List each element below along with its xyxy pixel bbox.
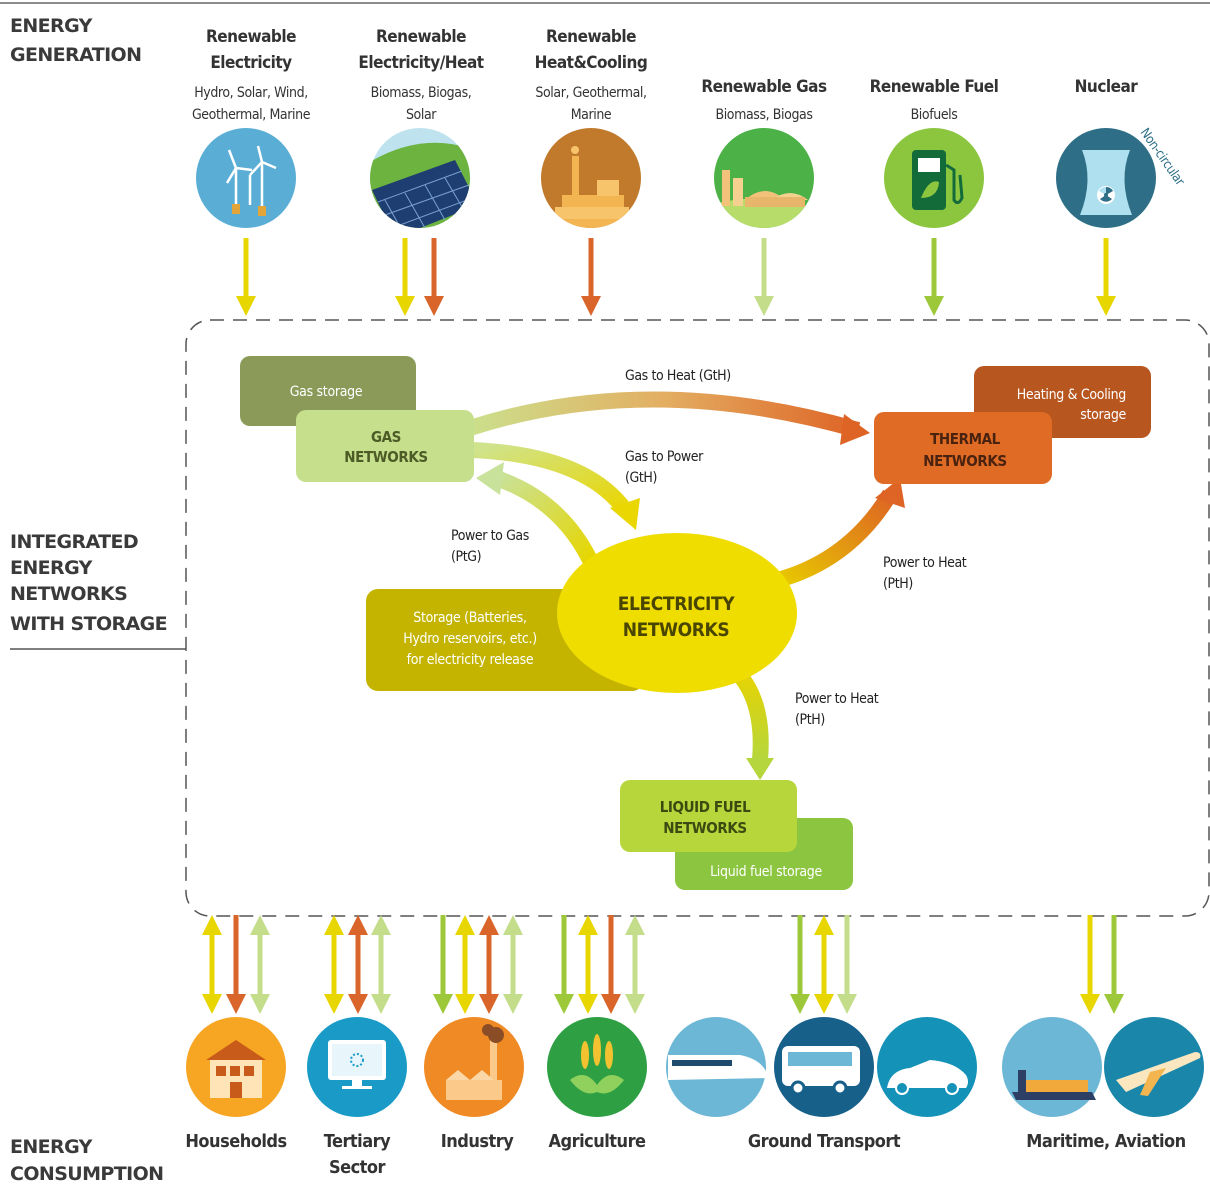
power-to-gas-label: Power to Gas xyxy=(451,528,529,544)
power-to-heat-label: (PtH) xyxy=(795,712,825,728)
integrated-networks-boundary xyxy=(185,319,1210,917)
gas-networks-label: GAS xyxy=(371,428,401,446)
thermal-networks-box: THERMAL NETWORKS xyxy=(874,412,1052,484)
bus-icon xyxy=(774,1017,874,1117)
gas-storage-label: Gas storage xyxy=(290,384,363,400)
liquid-networks-label: LIQUID FUEL xyxy=(660,798,751,816)
cooling-tower-icon: Non-circular xyxy=(1056,126,1187,228)
generation-renewable-fuel: Renewable Fuel Biofuels xyxy=(870,77,999,123)
thermal-storage-label: Heating & Cooling xyxy=(1017,387,1126,403)
power-to-heat-arrow xyxy=(775,489,897,588)
liquid-networks-box: LIQUID FUEL NETWORKS xyxy=(620,780,797,852)
car-icon xyxy=(877,1017,977,1117)
consumption-label-ground-transport: Ground Transport xyxy=(748,1131,901,1152)
electricity-storage-label: Hydro reservoirs, etc.) xyxy=(403,631,537,647)
generation-subtitle: Solar, Geothermal, xyxy=(535,85,646,101)
consumption-label-industry: Industry xyxy=(441,1131,515,1152)
fuel-pump-icon xyxy=(884,128,984,228)
consumption-label-maritime-aviation: Maritime, Aviation xyxy=(1026,1131,1185,1152)
generation-subtitle: Hydro, Solar, Wind, xyxy=(194,85,308,101)
house-icon xyxy=(186,1017,286,1117)
flow-labels: Gas to Heat (GtH) Gas to Power (GtH) Pow… xyxy=(451,368,967,728)
electricity-networks-label: NETWORKS xyxy=(623,619,730,641)
gas-networks-label: NETWORKS xyxy=(344,448,427,466)
generation-title: Electricity/Heat xyxy=(358,53,483,73)
generation-renewable-electricity-heat: Renewable Electricity/Heat Biomass, Biog… xyxy=(358,27,484,123)
section-label-line: ENERGY xyxy=(10,15,93,37)
generation-title: Renewable xyxy=(546,27,636,47)
computer-screen-icon xyxy=(307,1017,407,1117)
generation-subtitle: Geothermal, Marine xyxy=(192,107,311,123)
power-to-gas-arrow xyxy=(493,470,598,564)
generation-renewable-gas: Renewable Gas Biomass, Biogas xyxy=(701,77,827,123)
gas-storage-box: Gas storage xyxy=(240,356,416,426)
consumption-labels: Households Tertiary Sector Industry Agri… xyxy=(185,1131,1186,1178)
cargo-ship-icon xyxy=(1002,1017,1102,1117)
section-generation-label: ENERGY GENERATION xyxy=(10,15,142,66)
gas-to-power-label: (GtH) xyxy=(625,470,657,486)
train-icon xyxy=(666,1017,768,1117)
section-label-line: ENERGY xyxy=(10,557,93,579)
biogas-plant-icon xyxy=(714,128,814,228)
generation-renewable-electricity: Renewable Electricity Hydro, Solar, Wind… xyxy=(192,27,311,123)
thermal-storage-label: storage xyxy=(1080,407,1126,423)
generation-title: Heat&Cooling xyxy=(535,53,648,73)
generation-subtitle: Marine xyxy=(571,107,612,123)
generation-title: Electricity xyxy=(210,53,292,73)
section-label-line: GENERATION xyxy=(10,44,141,66)
section-integrated-label: INTEGRATED ENERGY NETWORKS WITH STORAGE xyxy=(10,531,186,650)
thermal-networks-label: THERMAL xyxy=(930,430,1001,448)
power-to-gas-label: (PtG) xyxy=(451,549,481,565)
section-label-line: WITH STORAGE xyxy=(10,613,167,635)
section-consumption-label: ENERGY CONSUMPTION xyxy=(10,1136,164,1185)
consumption-label-tertiary: Tertiary xyxy=(324,1131,391,1152)
power-to-heat-label: Power to Heat xyxy=(795,691,879,707)
generation-title: Nuclear xyxy=(1075,77,1139,97)
electricity-storage-label: Storage (Batteries, xyxy=(413,610,526,626)
power-to-heat-label: Power to Heat xyxy=(883,555,967,571)
wind-turbine-icon xyxy=(196,128,296,228)
consumption-label-agriculture: Agriculture xyxy=(548,1131,646,1152)
section-label-line: ENERGY xyxy=(10,1136,93,1158)
generation-nuclear: Nuclear xyxy=(1075,77,1139,97)
section-label-line: INTEGRATED xyxy=(10,531,138,553)
generation-subtitle: Biofuels xyxy=(911,107,958,123)
liquid-storage-label: Liquid fuel storage xyxy=(710,864,822,880)
gas-to-heat-arrow xyxy=(467,391,861,438)
gas-to-power-label: Gas to Power xyxy=(625,449,704,465)
power-to-liquid-arrow xyxy=(729,664,769,761)
generation-title: Renewable xyxy=(206,27,296,47)
generation-title: Renewable Gas xyxy=(701,77,827,97)
electricity-networks-label: ELECTRICITY xyxy=(618,593,736,615)
gas-to-heat-label: Gas to Heat (GtH) xyxy=(625,368,731,384)
thermal-networks-label: NETWORKS xyxy=(923,452,1006,470)
factory-icon xyxy=(424,1017,524,1117)
consumption-label-tertiary: Sector xyxy=(329,1157,386,1178)
generation-arrows xyxy=(236,238,1116,316)
gas-to-power-arrow xyxy=(471,442,632,515)
generation-title: Renewable Fuel xyxy=(870,77,999,97)
power-to-heat-label: (PtH) xyxy=(883,576,913,592)
airplane-icon xyxy=(1104,1017,1204,1117)
generation-subtitle: Biomass, Biogas, xyxy=(371,85,472,101)
section-label-line: CONSUMPTION xyxy=(10,1163,163,1185)
geothermal-plant-icon xyxy=(541,128,641,228)
flow-arrows xyxy=(467,391,905,780)
wheat-icon xyxy=(547,1017,647,1117)
electricity-networks-ellipse: ELECTRICITY NETWORKS xyxy=(557,533,797,693)
consumption-arrows xyxy=(202,915,1124,1014)
electricity-storage-label: for electricity release xyxy=(407,652,534,668)
section-label-line: NETWORKS xyxy=(10,583,127,605)
consumption-label-households: Households xyxy=(185,1131,286,1152)
generation-subtitle: Solar xyxy=(406,107,437,123)
liquid-networks-label: NETWORKS xyxy=(663,819,746,837)
solar-panel-icon xyxy=(370,128,470,228)
gas-networks-box: GAS NETWORKS xyxy=(296,410,474,482)
generation-subtitle: Biomass, Biogas xyxy=(715,107,812,123)
generation-title: Renewable xyxy=(376,27,466,47)
generation-renewable-heat-cooling: Renewable Heat&Cooling Solar, Geothermal… xyxy=(535,27,648,123)
